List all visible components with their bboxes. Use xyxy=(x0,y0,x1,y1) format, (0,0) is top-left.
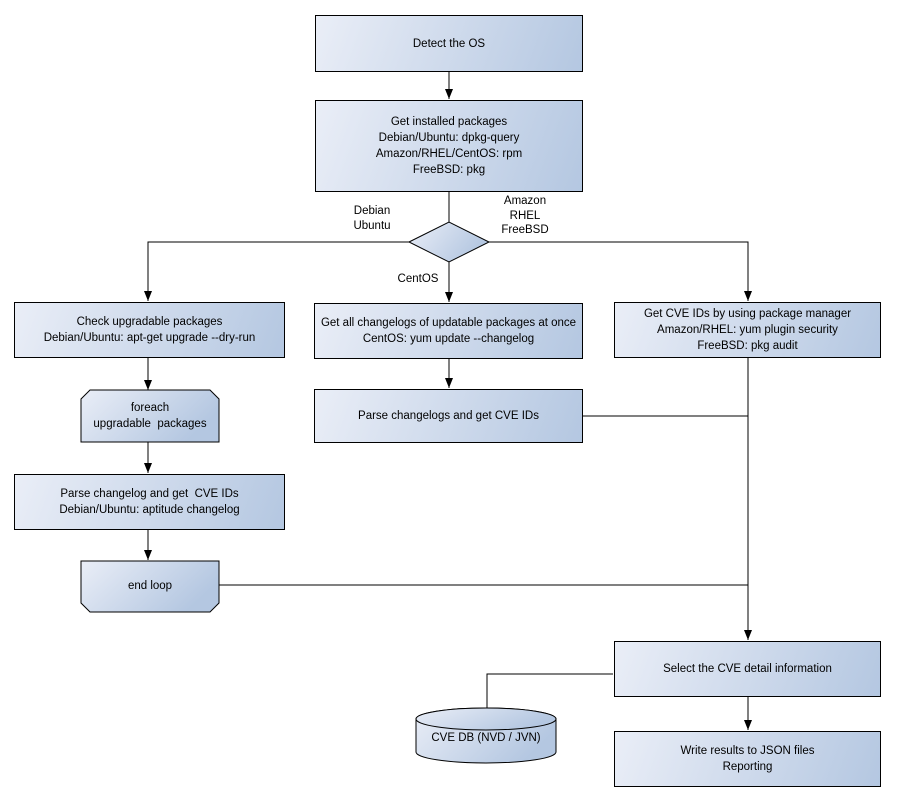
node-foreach-label-2: upgradable packages xyxy=(93,418,207,430)
node-get-all-changelogs-cmd: CentOS: yum update --changelog xyxy=(362,333,535,345)
node-check-upgradable-packages: Check upgradable packages Debian/Ubuntu:… xyxy=(14,302,285,358)
node-get-all-changelogs-label: Get all changelogs of updatable packages… xyxy=(320,317,577,329)
node-parse-changelogs-centos: Parse changelogs and get CVE IDs xyxy=(314,389,583,443)
node-get-installed-packages: Get installed packages Debian/Ubuntu: dp… xyxy=(315,100,583,192)
node-select-cve-detail: Select the CVE detail information xyxy=(614,641,881,697)
node-get-installed-packages-label: Get installed packages xyxy=(390,116,508,128)
shapes xyxy=(80,221,557,764)
node-get-installed-packages-cmd-rpm: Amazon/RHEL/CentOS: rpm xyxy=(375,148,523,160)
node-check-upgradable-cmd: Debian/Ubuntu: apt-get upgrade --dry-run xyxy=(43,332,256,344)
node-get-installed-packages-cmd-freebsd: FreeBSD: pkg xyxy=(412,164,486,176)
edge-label-amazon: Amazon xyxy=(503,195,547,207)
edge-label-rhel: RHEL xyxy=(509,209,541,222)
edge-decision-to-check-upgradable xyxy=(144,241,409,301)
edges xyxy=(144,72,752,730)
node-check-upgradable-label: Check upgradable packages xyxy=(76,316,223,328)
edge-label-centos: CentOS xyxy=(392,272,444,287)
node-parse-changelogs-centos-label: Parse changelogs and get CVE IDs xyxy=(358,410,539,422)
edge-label-freebsd: FreeBSD xyxy=(501,224,549,236)
node-get-all-changelogs: Get all changelogs of updatable packages… xyxy=(314,303,583,359)
node-parse-changelog-debian-label: Parse changelog and get CVE IDs xyxy=(60,488,239,500)
os-decision-diamond xyxy=(407,221,491,263)
node-parse-changelog-debian: Parse changelog and get CVE IDs Debian/U… xyxy=(14,474,285,530)
node-get-cve-ids-package-manager: Get CVE IDs by using package manager Ama… xyxy=(614,302,881,358)
edge-label-debian: Debian xyxy=(353,205,391,217)
edge-label-ubuntu: Ubuntu xyxy=(353,219,391,232)
node-write-results-label: Write results to JSON files xyxy=(680,745,815,757)
node-cve-db-label: CVE DB (NVD / JVN) xyxy=(431,731,541,744)
edge-cvedb-to-select xyxy=(486,673,613,708)
node-get-cve-ids-cmd-yum: Amazon/RHEL: yum plugin security xyxy=(657,324,838,336)
node-end-loop-label: end loop xyxy=(127,579,173,592)
node-get-cve-ids-label: Get CVE IDs by using package manager xyxy=(643,308,852,320)
node-get-installed-packages-cmd-debian: Debian/Ubuntu: dpkg-query xyxy=(378,132,520,144)
foreach-loop-start-shape xyxy=(80,389,220,443)
edge-label-centos-text: CentOS xyxy=(397,273,439,285)
node-foreach-loop-start: foreach upgradable packages xyxy=(81,390,219,442)
node-detect-os: Detect the OS xyxy=(315,15,583,72)
node-end-loop: end loop xyxy=(81,561,219,610)
node-write-results: Write results to JSON files Reporting xyxy=(614,731,881,787)
edge-decision-to-pkg-manager xyxy=(489,241,752,301)
end-loop-shape xyxy=(80,560,220,613)
node-detect-os-label: Detect the OS xyxy=(412,37,486,50)
node-write-results-sub: Reporting xyxy=(722,761,773,773)
node-get-cve-ids-cmd-pkg: FreeBSD: pkg audit xyxy=(697,340,798,352)
node-foreach-label-1: foreach xyxy=(130,402,170,414)
node-cve-db: CVE DB (NVD / JVN) xyxy=(416,721,556,754)
cve-db-cylinder-top xyxy=(415,707,557,731)
node-parse-changelog-debian-cmd: Debian/Ubuntu: aptitude changelog xyxy=(59,504,240,516)
edge-label-amazon-rhel-freebsd: Amazon RHEL FreeBSD xyxy=(494,194,556,238)
node-select-cve-detail-label: Select the CVE detail information xyxy=(663,663,832,675)
edge-label-debian-ubuntu: Debian Ubuntu xyxy=(344,204,400,233)
